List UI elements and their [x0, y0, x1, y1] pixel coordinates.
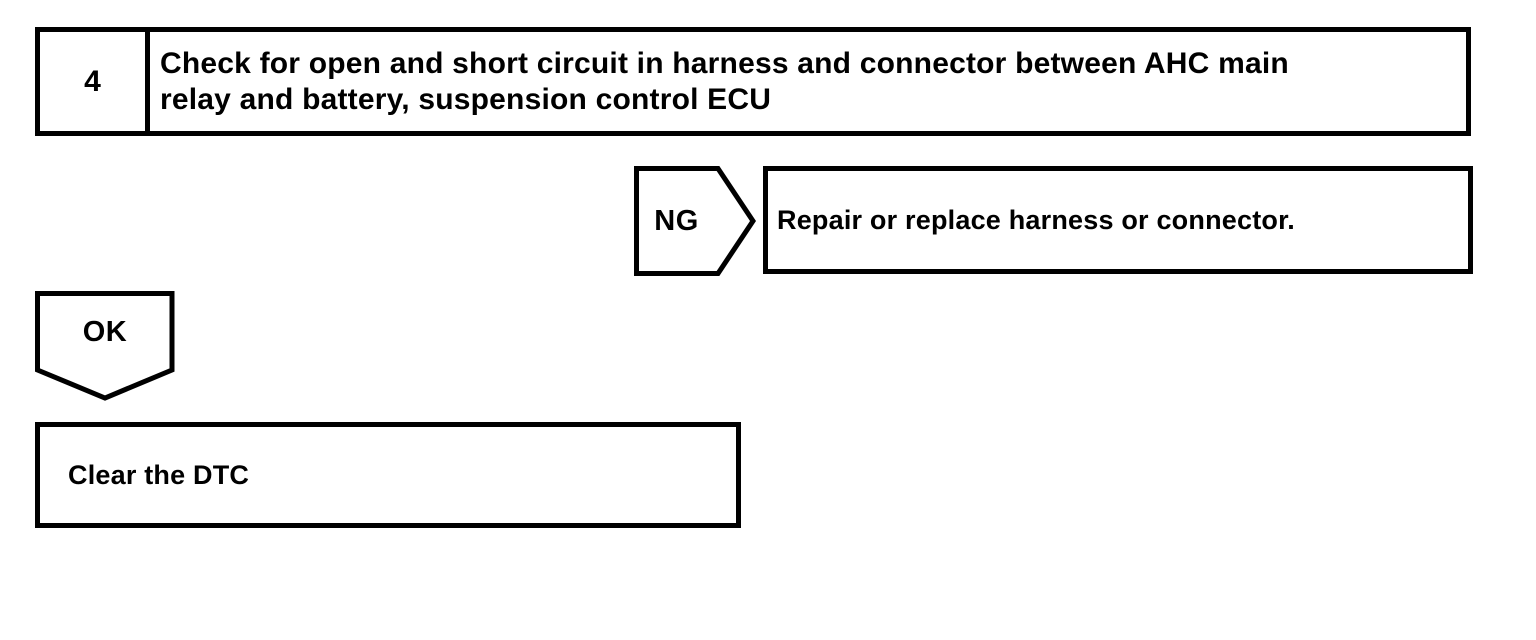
step-number: 4 [40, 32, 150, 131]
ng-action-box: Repair or replace harness or connector. [763, 166, 1473, 274]
step-instruction: Check for open and short circuit in harn… [150, 32, 1466, 131]
ng-connector-icon [634, 166, 756, 276]
ng-label: NG [654, 204, 699, 237]
step-box: 4 Check for open and short circuit in ha… [35, 27, 1471, 136]
ok-label: OK [82, 315, 128, 348]
ok-connector-icon [35, 291, 175, 401]
step-instruction-line-2: relay and battery, suspension control EC… [160, 82, 772, 116]
step-instruction-line-1: Check for open and short circuit in harn… [160, 46, 1289, 80]
ok-action-box: Clear the DTC [35, 422, 741, 528]
ok-action-text: Clear the DTC [68, 459, 250, 490]
ng-action-text: Repair or replace harness or connector. [777, 204, 1295, 235]
